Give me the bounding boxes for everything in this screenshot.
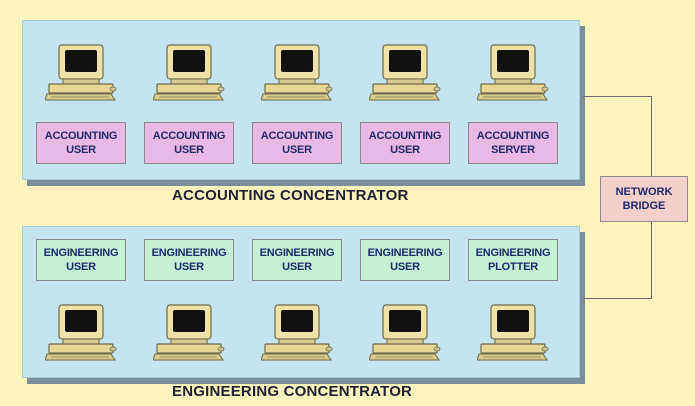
engineering-plotter-computer-icon (477, 303, 549, 363)
accounting-node-label: ACCOUNTING USER (144, 122, 234, 164)
accounting-node-label: ACCOUNTING USER (252, 122, 342, 164)
engineering-link-line (651, 222, 652, 298)
accounting-node-label: ACCOUNTING USER (360, 122, 450, 164)
accounting-user-computer-icon (153, 43, 225, 103)
accounting-user-computer-icon (369, 43, 441, 103)
engineering-concentrator-title: ENGINEERING CONCENTRATOR (172, 383, 413, 400)
engineering-user-computer-icon (369, 303, 441, 363)
network-bridge-box: NETWORK BRIDGE (600, 176, 688, 222)
accounting-link-line (651, 96, 652, 176)
accounting-concentrator-title: ACCOUNTING CONCENTRATOR (172, 187, 409, 204)
engineering-link-line (583, 298, 652, 299)
engineering-node-label: ENGINEERING PLOTTER (468, 239, 558, 281)
engineering-user-computer-icon (153, 303, 225, 363)
engineering-node-label: ENGINEERING USER (360, 239, 450, 281)
accounting-server-computer-icon (477, 43, 549, 103)
accounting-node-label: ACCOUNTING SERVER (468, 122, 558, 164)
engineering-node-label: ENGINEERING USER (252, 239, 342, 281)
accounting-link-line (583, 96, 651, 97)
engineering-user-computer-icon (261, 303, 333, 363)
engineering-node-label: ENGINEERING USER (144, 239, 234, 281)
accounting-concentrator-panel: ACCOUNTING USER ACCOUNTING USER ACCOUNTI… (22, 20, 580, 180)
engineering-node-label: ENGINEERING USER (36, 239, 126, 281)
accounting-user-computer-icon (261, 43, 333, 103)
accounting-user-computer-icon (45, 43, 117, 103)
accounting-node-label: ACCOUNTING USER (36, 122, 126, 164)
engineering-user-computer-icon (45, 303, 117, 363)
engineering-concentrator-panel: ENGINEERING USER ENGINEERING USER ENGINE… (22, 226, 580, 378)
